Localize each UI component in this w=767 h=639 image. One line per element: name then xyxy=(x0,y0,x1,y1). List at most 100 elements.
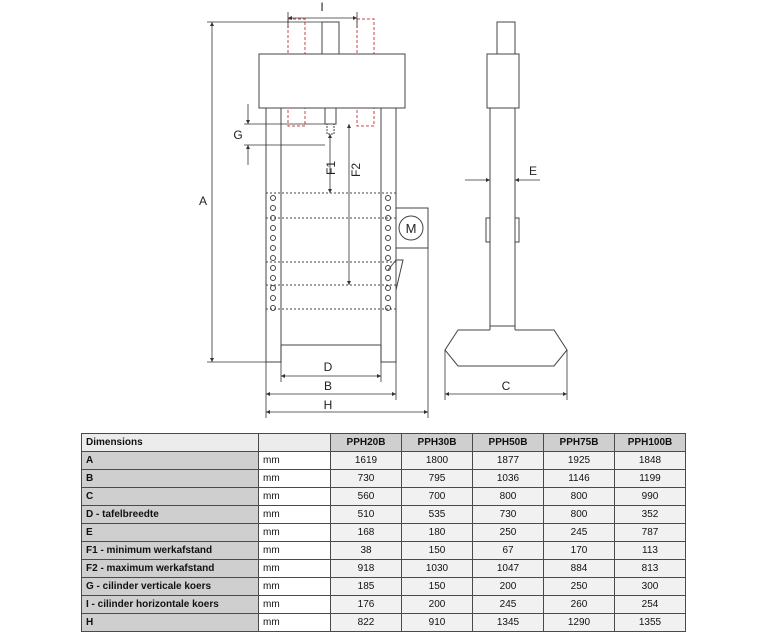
side-rod xyxy=(496,21,516,55)
table-levels xyxy=(266,192,396,310)
side-head xyxy=(486,53,520,109)
row-value: 300 xyxy=(614,577,686,596)
table-header-model: PPH100B xyxy=(614,433,686,452)
row-value: 1355 xyxy=(614,613,686,632)
table-header-model: PPH75B xyxy=(543,433,615,452)
side-view xyxy=(444,21,568,367)
table-row: I - cilinder horizontale koers mm 176 20… xyxy=(81,595,686,614)
row-value: 884 xyxy=(543,559,615,578)
table-header-model: PPH20B xyxy=(330,433,402,452)
row-value: 1848 xyxy=(614,451,686,470)
press-technical-drawing: I A G F1 F2 D B H M E C xyxy=(199,0,568,418)
row-value: 560 xyxy=(330,487,402,506)
label-F2: F2 xyxy=(349,163,363,177)
row-unit: mm xyxy=(258,487,331,506)
ram xyxy=(324,107,337,125)
row-label: C xyxy=(81,487,259,506)
row-label: E xyxy=(81,523,259,542)
table-header-model: PPH50B xyxy=(472,433,544,452)
row-value: 1619 xyxy=(330,451,402,470)
row-value: 250 xyxy=(472,523,544,542)
row-value: 910 xyxy=(401,613,473,632)
table-row: F1 - minimum werkafstand mm 38 150 67 17… xyxy=(81,541,686,560)
row-value: 1290 xyxy=(543,613,615,632)
row-label: G - cilinder verticale koers xyxy=(81,577,259,596)
row-label: F1 - minimum werkafstand xyxy=(81,541,259,560)
row-value: 1146 xyxy=(543,469,615,488)
row-unit: mm xyxy=(258,451,331,470)
row-value: 176 xyxy=(330,595,402,614)
row-value: 813 xyxy=(614,559,686,578)
crosshead xyxy=(258,53,406,109)
row-unit: mm xyxy=(258,595,331,614)
table-row: G - cilinder verticale koers mm 185 150 … xyxy=(81,577,686,596)
front-view xyxy=(258,18,429,363)
row-value: 260 xyxy=(543,595,615,614)
label-C: C xyxy=(502,379,511,393)
row-value: 185 xyxy=(330,577,402,596)
table-row: A mm 1619 1800 1877 1925 1848 xyxy=(81,451,686,470)
row-value: 1047 xyxy=(472,559,544,578)
row-value: 510 xyxy=(330,505,402,524)
label-motor: M xyxy=(406,221,417,236)
label-H: H xyxy=(324,398,333,412)
row-label: B xyxy=(81,469,259,488)
column-left xyxy=(265,107,282,363)
row-value: 787 xyxy=(614,523,686,542)
row-unit: mm xyxy=(258,577,331,596)
row-label: A xyxy=(81,451,259,470)
piston-rod-top xyxy=(321,21,340,55)
row-unit: mm xyxy=(258,559,331,578)
row-value: 245 xyxy=(543,523,615,542)
table-row: B mm 730 795 1036 1146 1199 xyxy=(81,469,686,488)
row-value: 200 xyxy=(472,577,544,596)
row-value: 1199 xyxy=(614,469,686,488)
front-dimension-lines xyxy=(207,12,429,418)
label-A: A xyxy=(199,194,207,208)
row-value: 918 xyxy=(330,559,402,578)
row-value: 1036 xyxy=(472,469,544,488)
row-value: 822 xyxy=(330,613,402,632)
row-value: 150 xyxy=(401,541,473,560)
row-value: 168 xyxy=(330,523,402,542)
table-row: D - tafelbreedte mm 510 535 730 800 352 xyxy=(81,505,686,524)
row-value: 250 xyxy=(543,577,615,596)
row-value: 730 xyxy=(472,505,544,524)
row-value: 1345 xyxy=(472,613,544,632)
row-value: 1030 xyxy=(401,559,473,578)
front-dimension-labels: I A G F1 F2 D B H M xyxy=(199,0,416,412)
label-G: G xyxy=(233,128,242,142)
side-base xyxy=(444,329,568,367)
ram-tool xyxy=(326,123,335,135)
row-label: D - tafelbreedte xyxy=(81,505,259,524)
row-value: 1877 xyxy=(472,451,544,470)
row-label: H xyxy=(81,613,259,632)
row-value: 800 xyxy=(543,487,615,506)
row-value: 200 xyxy=(401,595,473,614)
row-value: 150 xyxy=(401,577,473,596)
row-value: 180 xyxy=(401,523,473,542)
table-header-label: Dimensions xyxy=(81,433,259,452)
row-value: 1800 xyxy=(401,451,473,470)
row-label: I - cilinder horizontale koers xyxy=(81,595,259,614)
row-unit: mm xyxy=(258,541,331,560)
row-value: 170 xyxy=(543,541,615,560)
dimensions-table: Dimensions PPH20B PPH30B PPH50B PPH75B P… xyxy=(81,433,686,632)
row-value: 535 xyxy=(401,505,473,524)
side-dimension-lines xyxy=(444,178,568,400)
table-row: H mm 822 910 1345 1290 1355 xyxy=(81,613,686,632)
side-dimension-labels: E C xyxy=(502,164,537,393)
motor-icon xyxy=(398,215,424,241)
row-value: 38 xyxy=(330,541,402,560)
label-F1: F1 xyxy=(324,161,338,175)
row-unit: mm xyxy=(258,469,331,488)
row-value: 795 xyxy=(401,469,473,488)
row-value: 800 xyxy=(472,487,544,506)
row-value: 700 xyxy=(401,487,473,506)
row-value: 730 xyxy=(330,469,402,488)
table-row: C mm 560 700 800 800 990 xyxy=(81,487,686,506)
label-D: D xyxy=(324,360,333,374)
row-unit: mm xyxy=(258,523,331,542)
row-value: 113 xyxy=(614,541,686,560)
row-unit: mm xyxy=(258,505,331,524)
